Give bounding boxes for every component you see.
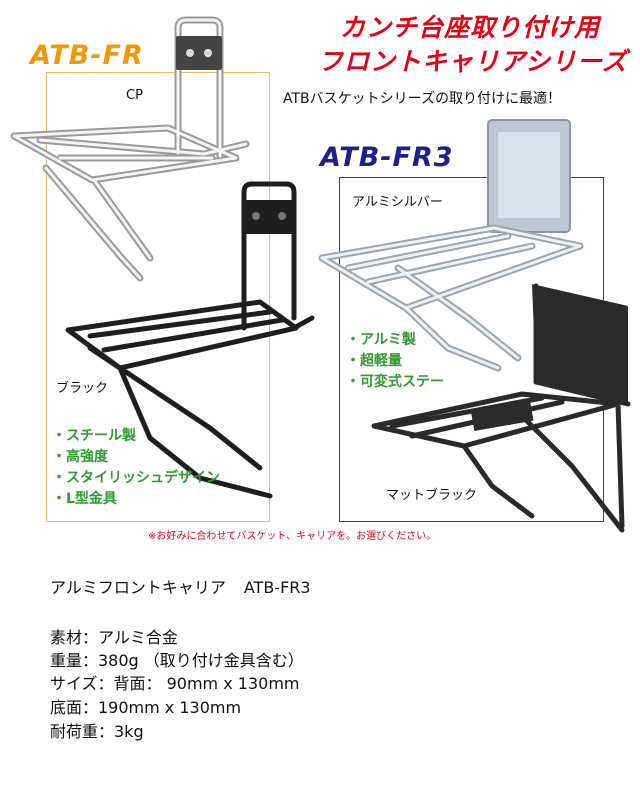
atb-fr3-feature: ・可変式ステー [346, 374, 444, 390]
atb-fr3-feature: ・超軽量 [346, 353, 402, 369]
silver-carrier-image [318, 119, 584, 372]
atb-fr-feature-list: ・スチール製 ・高強度 ・スタイリッシュデザイン ・L型金具 [52, 426, 220, 510]
atb-fr-feature: ・高強度 [52, 449, 108, 465]
spec-size-bottom: 底面：190mm x 130mm [50, 698, 242, 717]
atb-fr3-variant-silver: アルミシルバー [352, 191, 443, 210]
header-title-line2: フロントキャリアシリーズ [318, 47, 628, 76]
atb-fr-variant-black: ブラック [56, 377, 109, 396]
atb-fr-feature: ・スチール製 [52, 428, 136, 444]
atb-fr-title: ATB-FR [30, 40, 144, 71]
header-subline: ATBバスケットシリーズの取り付けに最適！ [283, 91, 561, 107]
spec-load: 耐荷重：3kg [50, 722, 144, 741]
selection-note: ※お好みに合わせてバスケット、キャリアを。お選びください。 [148, 531, 437, 542]
atb-fr-feature: ・スタイリッシュデザイン [52, 470, 220, 486]
atb-fr-frame [46, 72, 270, 522]
spec-product-code: ATB-FR3 [243, 578, 311, 597]
atb-fr3-title: ATB-FR3 [320, 142, 454, 173]
spec-weight: 重量：380g （取り付け金具含む） [50, 651, 304, 670]
black-carrier-image [65, 181, 315, 499]
spec-product-title: アルミフロントキャリア ATB-FR3 [50, 574, 311, 598]
atb-fr3-feature-list: ・アルミ製 ・超軽量 ・可変式ステー [346, 330, 444, 393]
header-title-line1: カンチ台座取り付け用 [340, 13, 601, 42]
spec-product-name: アルミフロントキャリア [50, 578, 226, 597]
atb-fr-variant-cp: CP [126, 88, 143, 103]
matte-black-carrier-image [371, 283, 631, 533]
atb-fr-feature: ・L型金具 [52, 491, 117, 507]
chrome-carrier-image [10, 16, 250, 282]
atb-fr3-variant-matte: マットブラック [386, 484, 478, 503]
atb-fr3-feature: ・アルミ製 [346, 332, 416, 348]
spec-material: 素材：アルミ合金 [50, 628, 178, 647]
spec-size-back: サイズ：背面： 90mm x 130mm [50, 674, 300, 693]
